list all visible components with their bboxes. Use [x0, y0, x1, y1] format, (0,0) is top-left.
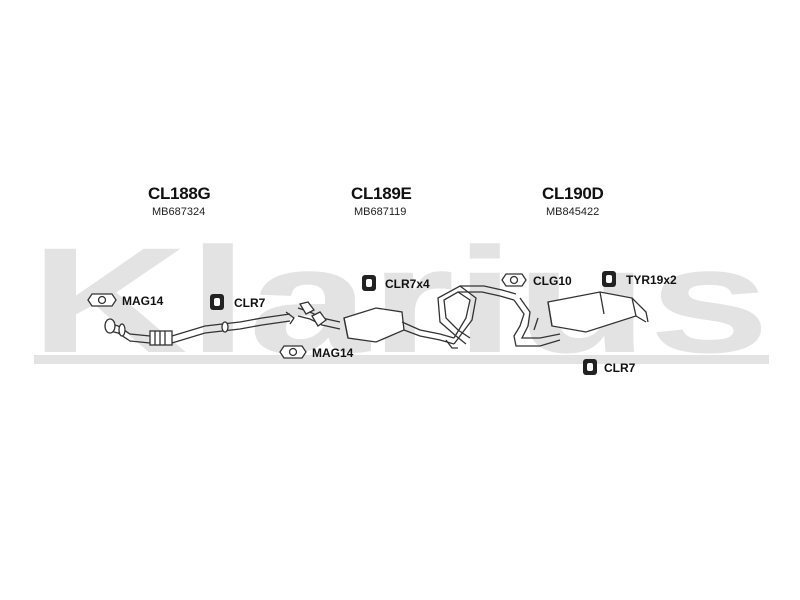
accessory-label: CLG10 [533, 274, 572, 288]
centre-silencer-part [297, 301, 458, 349]
rubber-hanger-icon [362, 275, 376, 291]
gasket-icon [279, 345, 307, 359]
rubber-hanger-icon [583, 359, 597, 375]
watermark-underline [34, 355, 769, 364]
part-ref-centre: MB687119 [354, 206, 407, 218]
rear-silencer-part [513, 291, 649, 347]
accessory-label: TYR19x2 [626, 273, 677, 287]
rubber-hanger-icon [210, 294, 224, 310]
part-code-rear: CL190D [542, 184, 604, 203]
gasket-icon [501, 273, 527, 287]
accessory-label: MAG14 [122, 294, 164, 308]
rear-pipe-part [437, 285, 517, 345]
part-ref-front: MB687324 [152, 206, 206, 218]
rubber-hanger-icon [602, 271, 616, 287]
part-ref-rear: MB845422 [546, 206, 600, 218]
gasket-icon [87, 293, 117, 307]
accessory-label: CLR7x4 [385, 277, 430, 291]
front-pipe-part [104, 311, 295, 346]
part-code-front: CL188G [148, 184, 211, 203]
watermark: Klarius [30, 216, 770, 384]
accessory-label: MAG14 [312, 346, 354, 360]
accessory-label: CLR7 [604, 361, 636, 375]
part-code-centre: CL189E [351, 184, 412, 203]
accessory-label: CLR7 [234, 296, 266, 310]
